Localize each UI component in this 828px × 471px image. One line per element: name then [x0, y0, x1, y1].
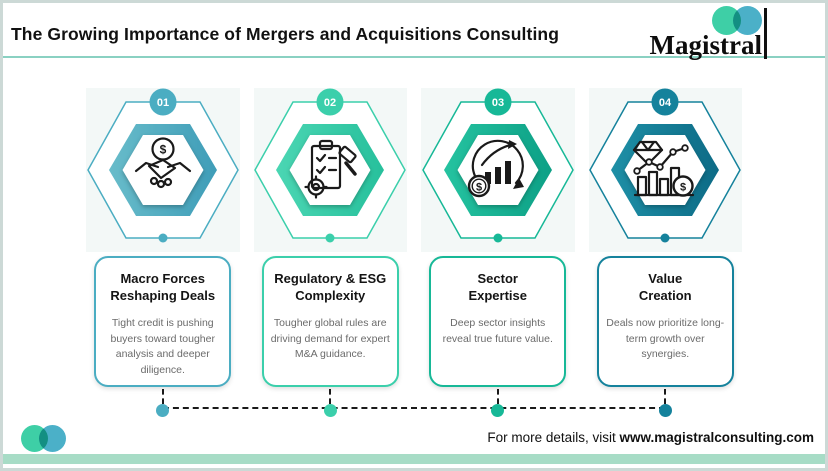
hexagon-graphic-1: $ 01: [86, 88, 239, 243]
svg-text:$: $: [680, 182, 686, 194]
card-connector-stub: [161, 389, 164, 404]
step-number: 01: [157, 97, 169, 109]
card-description: Tight credit is pushing buyers toward to…: [110, 316, 215, 377]
bottom-accent-band: [3, 454, 825, 464]
diamond-value-chart-icon: $: [633, 140, 695, 197]
logo-circle-teal-icon: [733, 6, 762, 35]
clipboard-gavel-gear-icon: [304, 139, 357, 199]
card-description: Tougher global rules are driving demand …: [270, 316, 390, 361]
timeline-dot: [323, 404, 337, 417]
hexagon-bottom-dot: [493, 233, 503, 243]
card-description: Deep sector insights reveal true future …: [442, 316, 553, 345]
timeline-dashed-line: [163, 407, 665, 409]
timeline-dot: [491, 404, 505, 417]
step-number-badge: [316, 88, 344, 116]
timeline-dot: [658, 404, 672, 417]
page-title: The Growing Importance of Mergers and Ac…: [11, 24, 559, 44]
svg-text:$: $: [159, 143, 166, 157]
hexagon-graphic-4: $ 04: [589, 88, 742, 243]
growth-cycle-chart-icon: $: [467, 139, 524, 198]
corner-circle-teal-icon: [39, 425, 66, 452]
card-connector-stub: [664, 389, 667, 404]
hexagon-bottom-dot: [325, 233, 335, 243]
hexagon-bottom-dot: [660, 233, 670, 243]
svg-text:$: $: [476, 182, 482, 194]
hexagon-bottom-dot: [158, 233, 168, 243]
corner-circles-icon: [21, 425, 71, 453]
timeline-dot: [156, 404, 170, 417]
footer-link[interactable]: www.magistralconsulting.com: [619, 430, 814, 445]
footer-note: For more details, visit www.magistralcon…: [487, 430, 814, 445]
step-number-badge: [484, 88, 512, 116]
card-description: Deals now prioritize long-term growth ov…: [606, 316, 725, 361]
handshake-dollar-icon: $: [134, 137, 191, 189]
step-number: 02: [324, 97, 336, 109]
step-number: 03: [492, 97, 504, 109]
step-number-badge: [651, 88, 679, 116]
logo-divider-bar: [764, 8, 767, 59]
step-number-badge: [149, 88, 177, 116]
card-connector-stub: [329, 389, 332, 404]
title-underline: [3, 56, 825, 58]
step-number: 04: [659, 97, 672, 109]
logo-circles-icon: [712, 6, 764, 36]
hexagon-graphic-3: $ 03: [421, 88, 574, 243]
hexagon-graphic-2: 02: [254, 88, 407, 243]
card-connector-stub: [496, 389, 499, 404]
logo-wordmark: Magistral: [649, 30, 762, 60]
magistral-logo: Magistral: [644, 6, 767, 60]
footer-prefix: For more details, visit: [487, 430, 616, 445]
